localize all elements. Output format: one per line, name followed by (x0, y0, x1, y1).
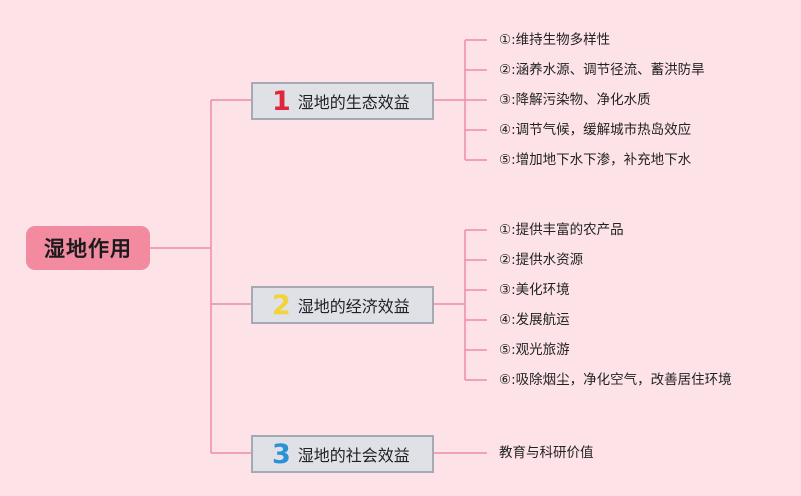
root-node[interactable]: 湿地作用 (26, 226, 150, 270)
branch-label: 湿地的社会效益 (297, 446, 410, 465)
leaf-social-1[interactable]: 教育与科研价值 (499, 445, 594, 461)
leaf-economic-1[interactable]: ①:提供丰富的农产品 (499, 222, 624, 238)
leaf-ecological-1[interactable]: ①:维持生物多样性 (499, 32, 611, 48)
leaf-ecological-4[interactable]: ④:调节气候，缓解城市热岛效应 (499, 122, 692, 138)
leaf-economic-6[interactable]: ⑥:吸除烟尘，净化空气，改善居住环境 (499, 372, 732, 388)
leaf-ecological-5[interactable]: ⑤:增加地下水下渗，补充地下水 (499, 152, 692, 168)
root-label: 湿地作用 (44, 237, 132, 261)
branch-ecological[interactable]: 1 湿地的生态效益 (251, 82, 434, 120)
number-3-icon: 3 (272, 438, 291, 470)
leaf-economic-2[interactable]: ②:提供水资源 (499, 252, 584, 268)
leaf-economic-5[interactable]: ⑤:观光旅游 (499, 342, 570, 358)
number-1-icon: 1 (272, 85, 291, 117)
branch-social[interactable]: 3 湿地的社会效益 (251, 435, 434, 473)
leaf-economic-4[interactable]: ④:发展航运 (499, 312, 570, 328)
leaf-ecological-2[interactable]: ②:涵养水源、调节径流、蓄洪防旱 (499, 62, 705, 78)
branch-label: 湿地的生态效益 (297, 93, 410, 112)
branch-economic[interactable]: 2 湿地的经济效益 (251, 286, 434, 324)
leaf-ecological-3[interactable]: ③:降解污染物、净化水质 (499, 92, 651, 108)
branch-label: 湿地的经济效益 (297, 297, 410, 316)
leaf-economic-3[interactable]: ③:美化环境 (499, 282, 570, 298)
number-2-icon: 2 (272, 289, 291, 321)
